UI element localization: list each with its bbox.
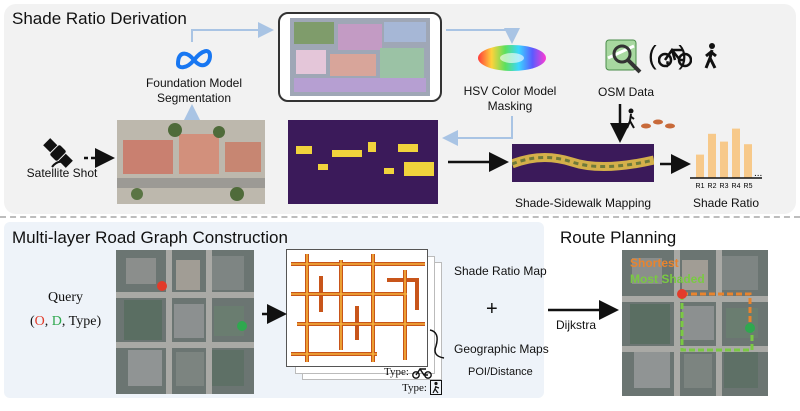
most-shaded-route — [680, 294, 754, 352]
bike-type-icon — [412, 366, 432, 379]
road-graph-title: Multi-layer Road Graph Construction — [12, 228, 288, 247]
bar-label-r2: R2 — [708, 183, 717, 190]
query-destination: D — [51, 314, 62, 329]
shade-ratio-title: Shade Ratio Derivation — [12, 9, 187, 28]
shade-ratio-map-image — [286, 249, 428, 367]
bar-label-r5: R5 — [744, 183, 753, 190]
shade-mask-image — [288, 120, 438, 204]
road-graph-panel — [4, 222, 544, 398]
destination-marker — [237, 321, 247, 331]
satellite-image — [117, 120, 265, 204]
origin-marker — [157, 281, 167, 291]
foundation-model-label-line2: Segmentation — [156, 91, 232, 105]
bar-r1 — [696, 154, 704, 178]
hsv-label-line2: Masking — [487, 99, 533, 113]
bar-r4 — [732, 128, 740, 178]
hsv-wheel-icon — [474, 42, 550, 76]
section-divider — [0, 216, 800, 218]
shade-ratio-label: Shade Ratio — [692, 196, 760, 210]
bar-label-r4: R4 — [732, 183, 741, 190]
query-tuple: (O, D, Type) — [30, 314, 102, 329]
walker-footprints-icon — [624, 108, 684, 132]
city-map-image — [116, 250, 254, 394]
legend-shortest: Shortest — [630, 256, 679, 270]
route-map-image — [622, 250, 768, 396]
hsv-label-line1: HSV Color Model — [463, 84, 557, 98]
query-label: Query — [48, 290, 83, 305]
plus-sign: + — [486, 298, 498, 320]
bar-label-r3: R3 — [720, 183, 729, 190]
segmentation-frame — [278, 12, 442, 102]
type-walk-label: Type: — [402, 382, 427, 394]
route-origin-marker — [677, 289, 687, 299]
bar-r5 — [744, 144, 752, 178]
geographic-maps-label: Geographic Maps — [454, 342, 549, 356]
bar-ellipsis: ... — [754, 168, 762, 179]
route-planning-title: Route Planning — [560, 228, 677, 247]
pedestrian-icon — [702, 42, 720, 70]
route-destination-marker — [745, 323, 755, 333]
poi-distance-label: POI/Distance — [468, 366, 533, 378]
bar-r3 — [720, 141, 728, 178]
shade-sidewalk-image — [512, 144, 654, 182]
bar-label-r1: R1 — [696, 183, 705, 190]
shortest-route — [682, 292, 752, 328]
osm-data-label: OSM Data — [597, 85, 654, 99]
foundation-model-label-line1: Foundation Model — [145, 76, 243, 90]
legend-most-shaded: Most Shaded — [630, 272, 705, 286]
meta-logo-icon — [174, 46, 214, 70]
satellite-icon — [38, 133, 78, 173]
query-origin: O — [34, 314, 45, 329]
bicycle-icon — [658, 44, 692, 68]
shade-ratio-map-label: Shade Ratio Map — [454, 264, 547, 278]
satellite-shot-label: Satellite Shot — [26, 166, 98, 180]
walk-type-icon — [430, 380, 442, 395]
bar-r2 — [708, 133, 716, 178]
dijkstra-label: Dijkstra — [556, 318, 597, 332]
shade-sidewalk-label: Shade-Sidewalk Mapping — [514, 196, 652, 210]
map-icon — [604, 38, 644, 74]
type-bike-label: Type: — [384, 366, 409, 378]
